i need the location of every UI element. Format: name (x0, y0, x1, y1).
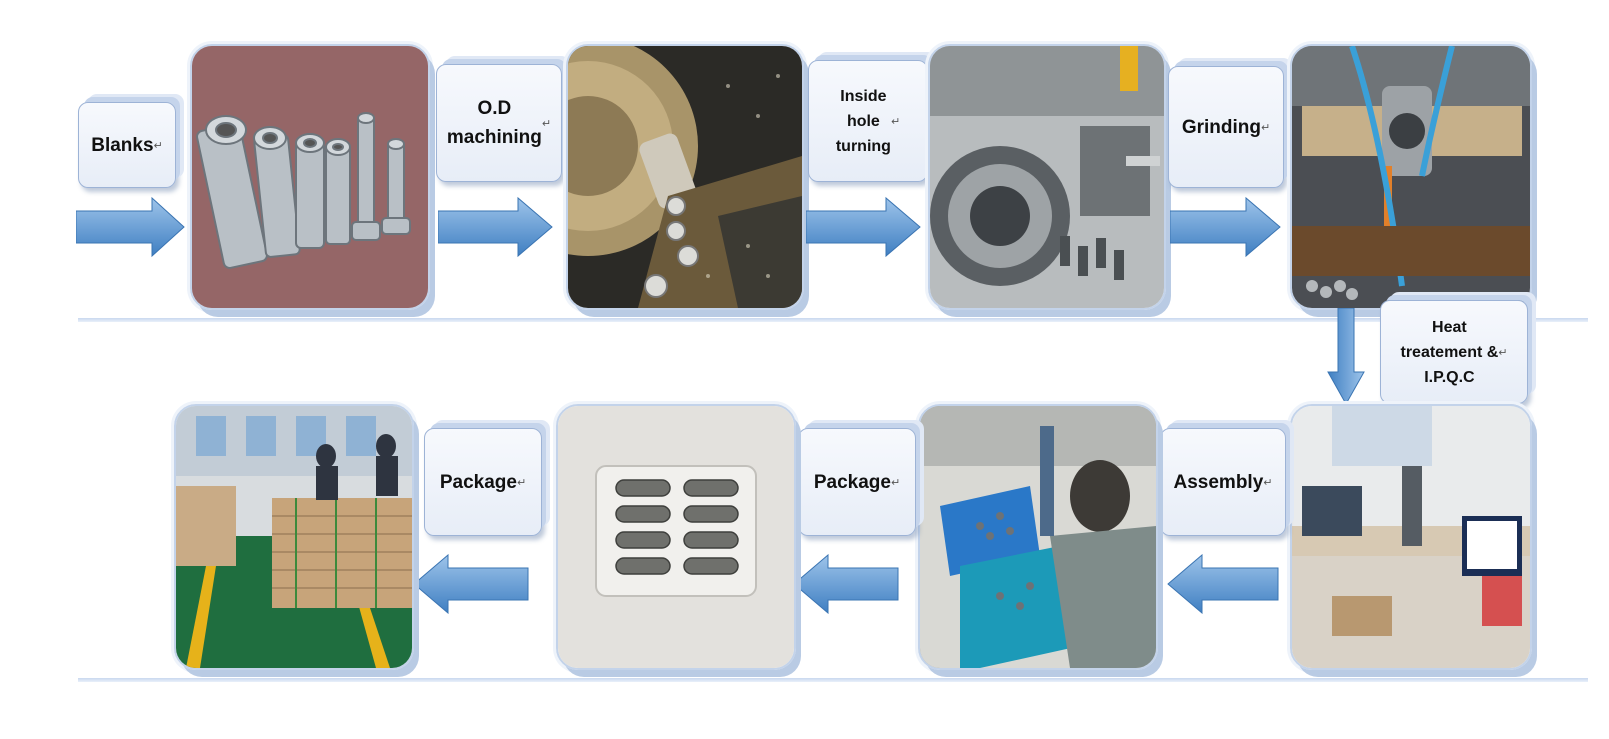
inside-hole-turning-label: Inside hole turning (835, 87, 891, 155)
package-label-2: Package (439, 471, 517, 493)
row-separator-bottom (78, 678, 1588, 682)
photo-blanks (190, 44, 430, 310)
assembly-label: Assembly (1173, 471, 1264, 493)
step-label-package-pallet: Package↵ (424, 428, 542, 536)
row-separator-top (78, 318, 1588, 322)
step-label-heat-treatment: Heat treatement & I.P.Q.C↵ (1380, 300, 1528, 404)
grinding-label: Grinding (1181, 116, 1261, 138)
step-label-assembly: Assembly↵ (1160, 428, 1286, 536)
photo-grinding (1290, 44, 1532, 310)
photo-inside-hole-turning (928, 44, 1166, 310)
right-arrow-icon (76, 196, 186, 258)
right-arrow-icon (1170, 196, 1282, 258)
step-label-od-machining: O.D machining↵ (436, 64, 562, 182)
od-machining-label: O.D machining (446, 98, 542, 148)
photo-assembly (918, 404, 1158, 670)
left-arrow-icon (412, 554, 530, 614)
step-label-grinding: Grinding↵ (1168, 66, 1284, 188)
package-label-1: Package (813, 471, 891, 493)
left-arrow-icon (792, 554, 900, 614)
step-label-inside-hole-turning: Inside hole turning↵ (808, 60, 928, 182)
photo-package-blister (556, 404, 796, 670)
down-arrow-icon (1326, 308, 1366, 406)
photo-od-machining (566, 44, 804, 310)
right-arrow-icon (438, 196, 554, 258)
right-arrow-icon (806, 196, 922, 258)
step-label-blanks: Blanks↵ (78, 102, 176, 188)
left-arrow-icon (1166, 554, 1280, 614)
blanks-label: Blanks (91, 134, 154, 156)
step-label-package-blister: Package↵ (798, 428, 916, 536)
heat-treatment-label: Heat treatement & I.P.Q.C (1400, 318, 1499, 386)
photo-package-pallets (174, 404, 414, 670)
photo-heat-treatment-ipqc (1290, 404, 1532, 670)
